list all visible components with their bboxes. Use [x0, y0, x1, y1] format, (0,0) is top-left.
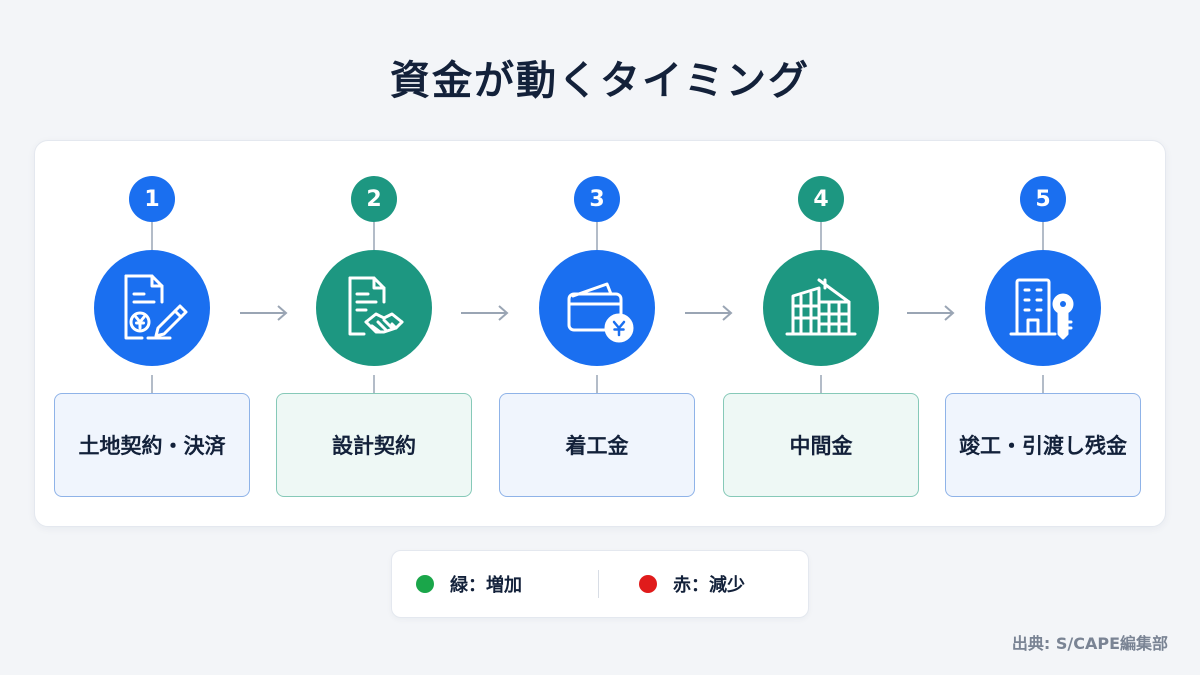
building-under-construction-icon — [785, 278, 857, 336]
step-icon-circle — [316, 250, 432, 366]
connector-line — [820, 222, 822, 250]
wallet-yen-icon — [567, 282, 634, 343]
step-1: 1 土地契約・決済 — [54, 141, 250, 526]
connector-line — [1042, 222, 1044, 250]
step-label: 設計契約 — [276, 393, 472, 497]
arrow-right-icon — [685, 305, 733, 321]
connector-line — [151, 222, 153, 250]
connector-line — [820, 375, 822, 395]
step-number-badge: 5 — [1020, 176, 1066, 222]
green-dot-icon — [416, 575, 434, 593]
legend-label: 緑：増加 — [450, 575, 522, 596]
source-credit: 出典: S/CAPE編集部 — [1011, 634, 1168, 653]
step-number-badge: 1 — [129, 176, 175, 222]
step-icon-circle — [985, 250, 1101, 366]
step-number-badge: 3 — [574, 176, 620, 222]
legend-divider — [598, 570, 599, 598]
legend-item-decrease: 赤：減少 — [639, 551, 745, 617]
step-icon-circle — [763, 250, 879, 366]
step-4: 4 中間金 — [723, 141, 919, 526]
connector-line — [151, 375, 153, 395]
step-label: 着工金 — [499, 393, 695, 497]
timeline-card: 1 土地契約・決済 2 — [34, 140, 1166, 527]
step-label: 中間金 — [723, 393, 919, 497]
step-label: 土地契約・決済 — [54, 393, 250, 497]
connector-line — [1042, 375, 1044, 395]
legend-item-increase: 緑：増加 — [416, 551, 522, 617]
arrow-right-icon — [907, 305, 955, 321]
connector-line — [596, 222, 598, 250]
step-icon-circle — [539, 250, 655, 366]
step-number-badge: 4 — [798, 176, 844, 222]
step-2: 2 設計契約 — [276, 141, 472, 526]
red-dot-icon — [639, 575, 657, 593]
arrow-right-icon — [240, 305, 288, 321]
step-3: 3 着工金 — [499, 141, 695, 526]
step-5: 5 竣工・引渡し残金 — [945, 141, 1141, 526]
document-handshake-icon — [348, 276, 404, 336]
step-number-badge: 2 — [351, 176, 397, 222]
connector-line — [596, 375, 598, 395]
legend: 緑：増加 赤：減少 — [391, 550, 809, 618]
step-label: 竣工・引渡し残金 — [945, 393, 1141, 497]
connector-line — [373, 222, 375, 250]
step-icon-circle — [94, 250, 210, 366]
contract-yen-pen-icon — [124, 274, 188, 340]
page-title: 資金が動くタイミング — [390, 58, 810, 104]
building-key-icon — [1009, 278, 1074, 340]
legend-label: 赤：減少 — [673, 575, 745, 596]
arrow-right-icon — [461, 305, 509, 321]
connector-line — [373, 375, 375, 395]
